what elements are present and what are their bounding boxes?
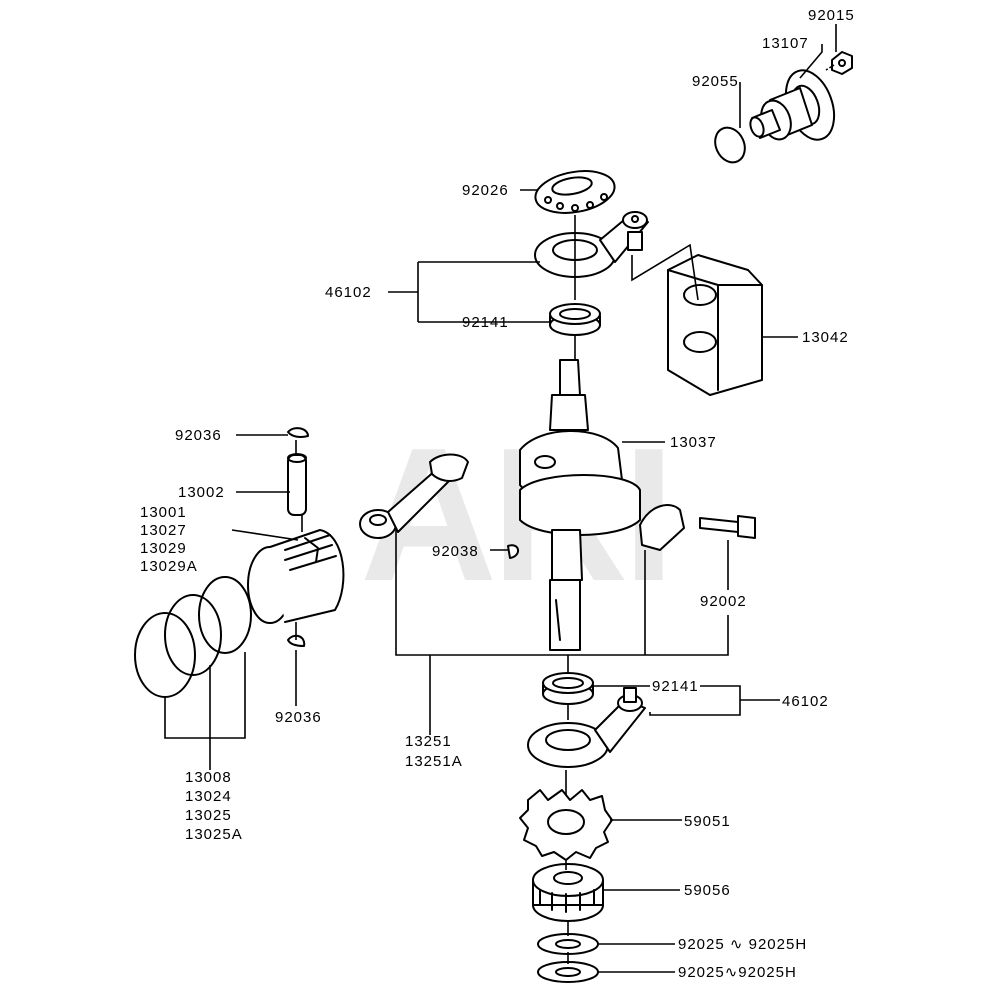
balancer-13042 bbox=[667, 254, 763, 396]
label-13024: 13024 bbox=[185, 788, 232, 805]
crankshaft-13037 bbox=[519, 359, 641, 651]
disc-92055 bbox=[714, 126, 746, 164]
label-92055: 92055 bbox=[692, 73, 739, 90]
bushing-92141-bottom bbox=[542, 672, 594, 705]
nut-92015 bbox=[831, 51, 853, 75]
shim-92025-b bbox=[537, 961, 599, 983]
label-92025-a: 92025 ∿ 92025H bbox=[678, 936, 807, 953]
piston-pin-13002 bbox=[287, 453, 307, 516]
connecting-rod-46102-top bbox=[534, 211, 649, 278]
bushing-92141-top bbox=[549, 303, 601, 336]
clip-92036-top bbox=[287, 427, 309, 438]
connecting-rod-46102-bottom bbox=[527, 687, 646, 768]
label-13027: 13027 bbox=[140, 522, 187, 539]
piston-13001 bbox=[247, 529, 345, 624]
label-92015: 92015 bbox=[808, 7, 855, 24]
label-92038: 92038 bbox=[432, 543, 479, 560]
label-13037: 13037 bbox=[670, 434, 717, 451]
shim-92025-a bbox=[537, 933, 599, 955]
label-13251: 13251 bbox=[405, 733, 452, 750]
label-92025-b: 92025∿92025H bbox=[678, 964, 797, 981]
label-92002: 92002 bbox=[700, 593, 747, 610]
label-13025: 13025 bbox=[185, 807, 232, 824]
key-92038 bbox=[507, 544, 519, 559]
leader-lines bbox=[164, 24, 837, 973]
label-13008: 13008 bbox=[185, 769, 232, 786]
label-13029A: 13029A bbox=[140, 558, 198, 575]
label-13107: 13107 bbox=[762, 35, 809, 52]
label-13251A: 13251A bbox=[405, 753, 463, 770]
bearing-92026 bbox=[534, 170, 616, 214]
label-13001: 13001 bbox=[140, 504, 187, 521]
label-92141-bottom: 92141 bbox=[652, 678, 699, 695]
label-13042: 13042 bbox=[802, 329, 849, 346]
label-92026: 92026 bbox=[462, 182, 509, 199]
rod-cap bbox=[639, 504, 685, 551]
bolt-92002 bbox=[699, 515, 756, 539]
label-13025A: 13025A bbox=[185, 826, 243, 843]
connecting-rod-13251 bbox=[359, 453, 469, 539]
label-13029: 13029 bbox=[140, 540, 187, 557]
label-59051: 59051 bbox=[684, 813, 731, 830]
label-59056: 59056 bbox=[684, 882, 731, 899]
piston-rings-13008 bbox=[134, 576, 252, 698]
gear-59056 bbox=[532, 863, 604, 922]
label-92141-top: 92141 bbox=[462, 314, 509, 331]
label-92036-bottom: 92036 bbox=[275, 709, 322, 726]
label-13002: 13002 bbox=[178, 484, 225, 501]
flange-shaft-13107 bbox=[749, 69, 836, 141]
label-46102-bottom: 46102 bbox=[782, 693, 829, 710]
label-92036-top: 92036 bbox=[175, 427, 222, 444]
gear-59051 bbox=[519, 789, 613, 861]
label-46102-top: 46102 bbox=[325, 284, 372, 301]
clip-92036-bottom bbox=[287, 634, 306, 647]
